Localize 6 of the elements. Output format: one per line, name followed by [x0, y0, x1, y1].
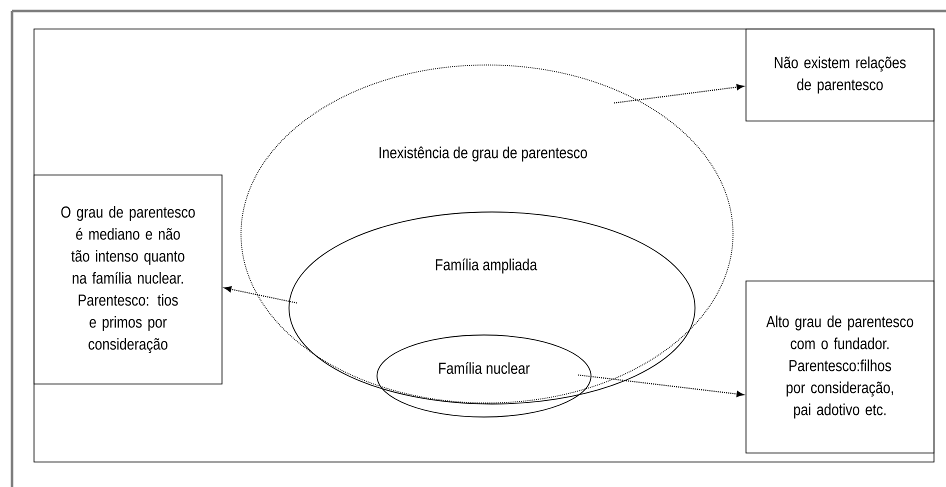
- text-box: Alto grau de parentesco com o fundador. Parentesco:filhos por consideração, pai adotivo etc.: [746, 280, 934, 454]
- text-box: Não existem relações de parentesco: [746, 28, 934, 122]
- arrow: [224, 286, 298, 304]
- text-box: O grau de parentesco é mediano e não tão intenso quanto na família nuclear. Parentesco: tios e primos por consideração: [34, 174, 222, 384]
- arrow: [614, 84, 744, 104]
- arrow: [578, 374, 744, 398]
